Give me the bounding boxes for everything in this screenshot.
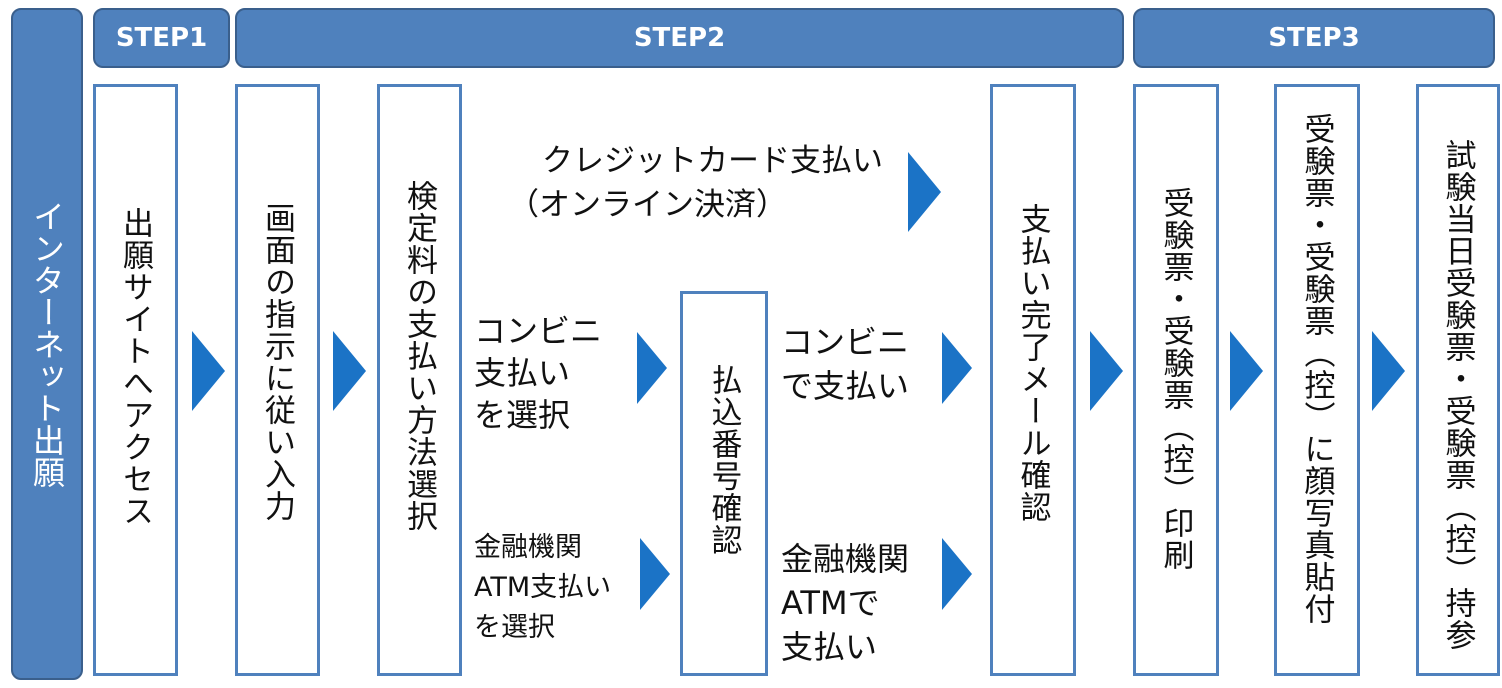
box-completion-mail: 支払い完了メール確認	[990, 84, 1076, 676]
option-conbini-select: コンビニ 支払い を選択	[474, 312, 603, 434]
step2-header: STEP2	[235, 8, 1124, 68]
arrow-right-icon	[333, 331, 366, 411]
step3-header: STEP3	[1133, 8, 1495, 68]
box-site-access: 出願サイトへアクセス	[93, 84, 178, 676]
arrow-right-icon	[908, 152, 941, 232]
step1-header: STEP1	[93, 8, 230, 68]
arrow-right-icon	[637, 332, 667, 404]
sidebar-label: インターネット出願	[28, 200, 66, 488]
option-conbini-pay: コンビニ で支払い	[781, 323, 910, 405]
arrow-right-icon	[640, 538, 670, 610]
arrow-right-icon	[1230, 331, 1263, 411]
box-attach-photo: 受験票・受験票（控）に顔写真貼付	[1274, 84, 1360, 676]
arrow-right-icon	[942, 538, 972, 610]
arrow-right-icon	[1372, 331, 1405, 411]
box-payment-method: 検定料の支払い方法選択	[377, 84, 462, 676]
box-bring-ticket: 試験当日受験票・受験票（控）持参	[1416, 84, 1500, 676]
arrow-right-icon	[192, 331, 225, 411]
arrow-right-icon	[1090, 331, 1123, 411]
box-input: 画面の指示に従い入力	[235, 84, 320, 676]
option-atm-pay: 金融機関 ATMで 支払い	[781, 540, 910, 666]
sidebar-internet-application: インターネット出願	[11, 8, 83, 680]
arrow-right-icon	[942, 332, 972, 404]
box-payment-number: 払込番号確認	[680, 291, 768, 676]
option-credit-card: クレジットカード支払い （オンライン決済）	[508, 143, 883, 223]
option-atm-select: 金融機関 ATM支払い を選択	[474, 532, 612, 643]
box-print-ticket: 受験票・受験票（控）印刷	[1133, 84, 1219, 676]
